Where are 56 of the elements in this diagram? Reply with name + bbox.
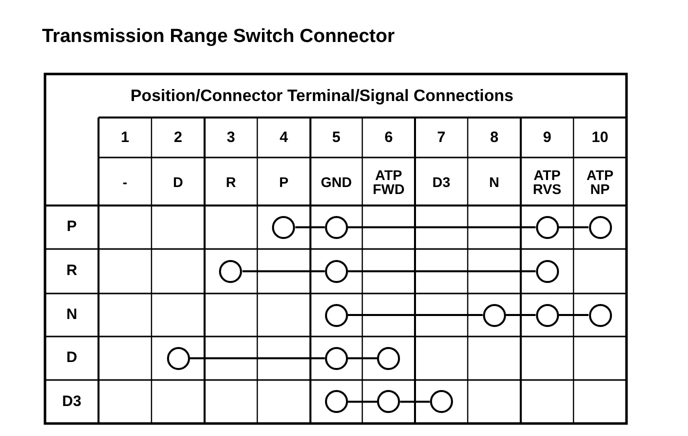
position-label: P	[66, 217, 78, 238]
connection-line	[348, 270, 536, 272]
signal-name: P	[278, 172, 290, 192]
signal-name: GND	[320, 172, 353, 192]
signal-name: ATP RVS	[532, 166, 562, 198]
terminal-number: 1	[120, 128, 130, 148]
terminal-number: 3	[226, 128, 236, 148]
connection-circle	[324, 390, 348, 414]
connection-circle	[166, 346, 190, 370]
connection-circle	[324, 260, 348, 283]
connection-circle	[482, 304, 506, 326]
connection-line	[348, 357, 378, 360]
connection-line	[558, 314, 588, 316]
terminal-number: 2	[172, 128, 184, 148]
signal-name: N	[488, 172, 500, 192]
connection-circle	[588, 304, 612, 326]
terminal-number: 6	[383, 128, 394, 148]
connection-circle	[219, 260, 242, 283]
connection-line	[506, 314, 536, 316]
signal-name: ATP FWD	[372, 166, 406, 198]
signal-name: R	[224, 172, 237, 192]
terminal-number: 10	[590, 128, 610, 148]
connection-line	[190, 357, 325, 360]
connection-line	[295, 226, 325, 228]
connection-circle	[377, 346, 400, 370]
position-label: D	[65, 348, 78, 368]
connection-circle	[324, 304, 348, 326]
signal-name: D	[172, 172, 184, 192]
connection-line	[242, 270, 325, 272]
connection-circle	[324, 216, 348, 239]
connection-circle	[536, 216, 559, 239]
diagram-title: Transmission Range Switch Connector	[42, 25, 395, 49]
connection-line	[348, 400, 378, 403]
connection-circle	[324, 346, 348, 370]
connection-circle	[536, 304, 559, 326]
connection-circle	[588, 216, 612, 239]
signal-name: D3	[431, 172, 452, 192]
terminal-number: 4	[278, 128, 290, 148]
connection-circle	[272, 216, 296, 239]
connection-line	[558, 226, 588, 228]
table-heading: Position/Connector Terminal/Signal Connections	[130, 86, 514, 106]
terminal-number: 5	[331, 128, 342, 148]
connection-circle	[430, 390, 453, 414]
terminal-number: 7	[436, 128, 447, 148]
terminal-number: 8	[489, 128, 500, 148]
connection-circle	[377, 390, 400, 414]
position-label: N	[65, 304, 78, 325]
position-label: R	[65, 261, 78, 282]
position-label: D3	[61, 392, 82, 412]
signal-name: ATP NP	[586, 166, 614, 198]
terminal-number: 9	[542, 128, 552, 148]
connection-line	[400, 400, 430, 403]
connection-line	[348, 314, 483, 316]
connection-circle	[536, 260, 559, 283]
connection-line	[348, 226, 536, 228]
signal-name: -	[122, 172, 128, 192]
